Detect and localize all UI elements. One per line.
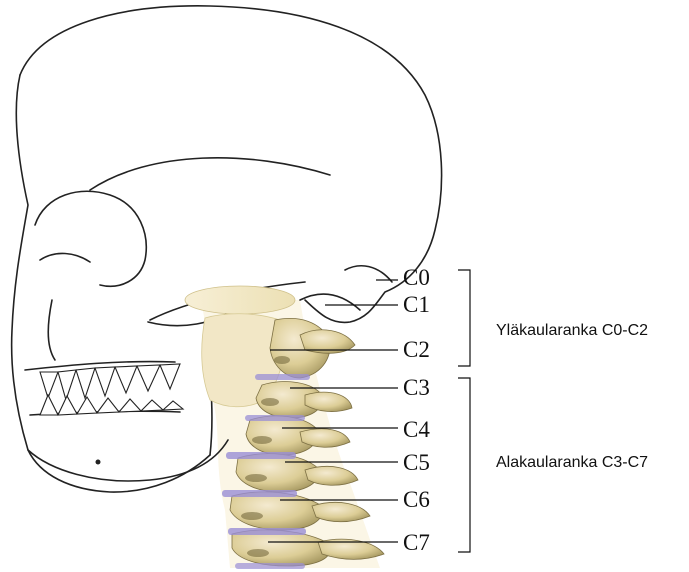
label-c2: C2 — [403, 338, 430, 361]
label-c7: C7 — [403, 531, 430, 554]
bracket-upper — [458, 270, 470, 366]
teeth — [40, 364, 183, 415]
group-label-upper-cervical: Yläkaularanka C0-C2 — [496, 323, 648, 339]
label-c4: C4 — [403, 418, 430, 441]
label-c1: C1 — [403, 293, 430, 316]
bracket-lower — [458, 378, 470, 552]
group-brackets — [458, 270, 470, 552]
mental-foramen — [96, 460, 101, 465]
group-label-lower-cervical: Alakaularanka C3-C7 — [496, 455, 648, 471]
label-c5: C5 — [403, 451, 430, 474]
label-c6: C6 — [403, 488, 430, 511]
label-c3: C3 — [403, 376, 430, 399]
label-c0: C0 — [403, 266, 430, 289]
